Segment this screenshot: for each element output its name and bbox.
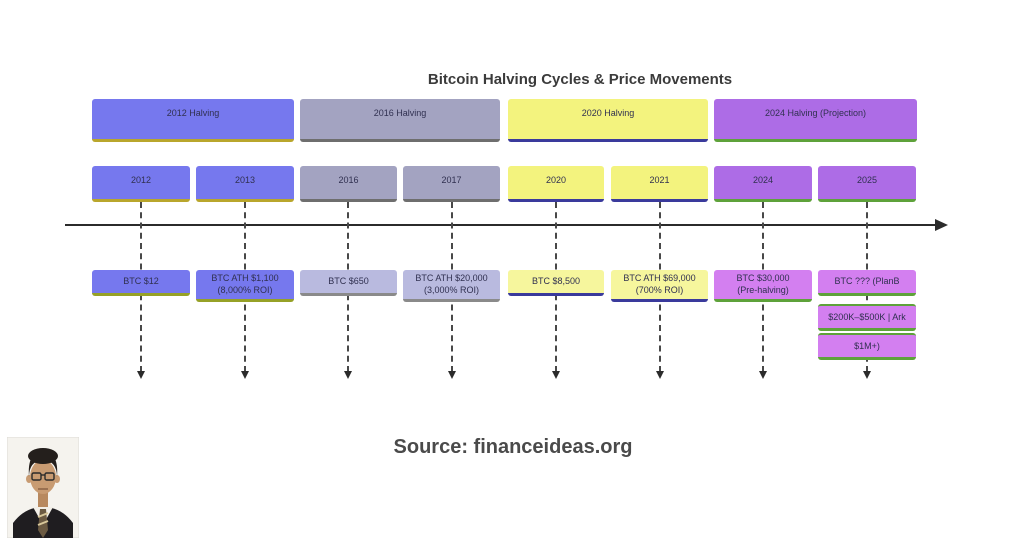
- year-box-2013: 2013: [196, 166, 294, 202]
- projection-box-1m: $1M+): [818, 333, 916, 360]
- down-arrowhead-icon: [137, 371, 145, 379]
- page-title: Bitcoin Halving Cycles & Price Movements: [427, 71, 733, 88]
- price-box-2020: BTC $8,500: [508, 270, 604, 296]
- year-box-2016: 2016: [300, 166, 397, 202]
- timeline-axis: [65, 224, 937, 226]
- price-line: (8,000% ROI): [217, 284, 273, 295]
- price-box-2024: BTC $30,000 (Pre-halving): [714, 270, 812, 303]
- year-box-2024: 2024: [714, 166, 812, 202]
- down-arrowhead-icon: [552, 371, 560, 379]
- year-box-2017: 2017: [403, 166, 500, 202]
- price-box-2017: BTC ATH $20,000 (3,000% ROI): [403, 270, 500, 303]
- price-line: BTC $650: [328, 275, 369, 286]
- down-arrowhead-icon: [759, 371, 767, 379]
- price-box-2025: BTC ??? (PlanB: [818, 270, 916, 296]
- projection-box-ark: $200K–$500K | Ark: [818, 304, 916, 331]
- price-line: BTC $8,500: [531, 275, 581, 286]
- year-box-2012: 2012: [92, 166, 190, 202]
- author-photo: [7, 437, 79, 538]
- price-line: BTC ATH $1,100: [211, 273, 279, 283]
- price-line: (3,000% ROI): [423, 284, 480, 295]
- source-caption: Source: financeideas.org: [393, 436, 633, 458]
- price-line: BTC $30,000: [736, 273, 790, 283]
- cycle-bar-2020: 2020 Halving: [508, 99, 708, 142]
- year-box-2021: 2021: [611, 166, 708, 202]
- price-box-2013: BTC ATH $1,100 (8,000% ROI): [196, 270, 294, 303]
- down-arrowhead-icon: [241, 371, 249, 379]
- price-line: (700% ROI): [635, 284, 684, 295]
- price-box-2012: BTC $12: [92, 270, 190, 296]
- down-arrowhead-icon: [448, 371, 456, 379]
- down-arrowhead-icon: [863, 371, 871, 379]
- price-line: BTC ??? (PlanB: [834, 275, 900, 286]
- price-line: BTC ATH $69,000: [623, 273, 696, 283]
- timeline-arrowhead-icon: [935, 219, 948, 231]
- price-box-2016: BTC $650: [300, 270, 397, 296]
- down-arrowhead-icon: [344, 371, 352, 379]
- cycle-bar-2016: 2016 Halving: [300, 99, 500, 142]
- cycle-bar-2024: 2024 Halving (Projection): [714, 99, 917, 142]
- cycle-bar-2012: 2012 Halving: [92, 99, 294, 142]
- price-box-2021: BTC ATH $69,000 (700% ROI): [611, 270, 708, 303]
- down-arrowhead-icon: [656, 371, 664, 379]
- year-box-2020: 2020: [508, 166, 604, 202]
- price-line: BTC $12: [123, 275, 159, 286]
- price-line: (Pre-halving): [737, 284, 789, 295]
- year-box-2025: 2025: [818, 166, 916, 202]
- price-line: BTC ATH $20,000: [415, 273, 488, 283]
